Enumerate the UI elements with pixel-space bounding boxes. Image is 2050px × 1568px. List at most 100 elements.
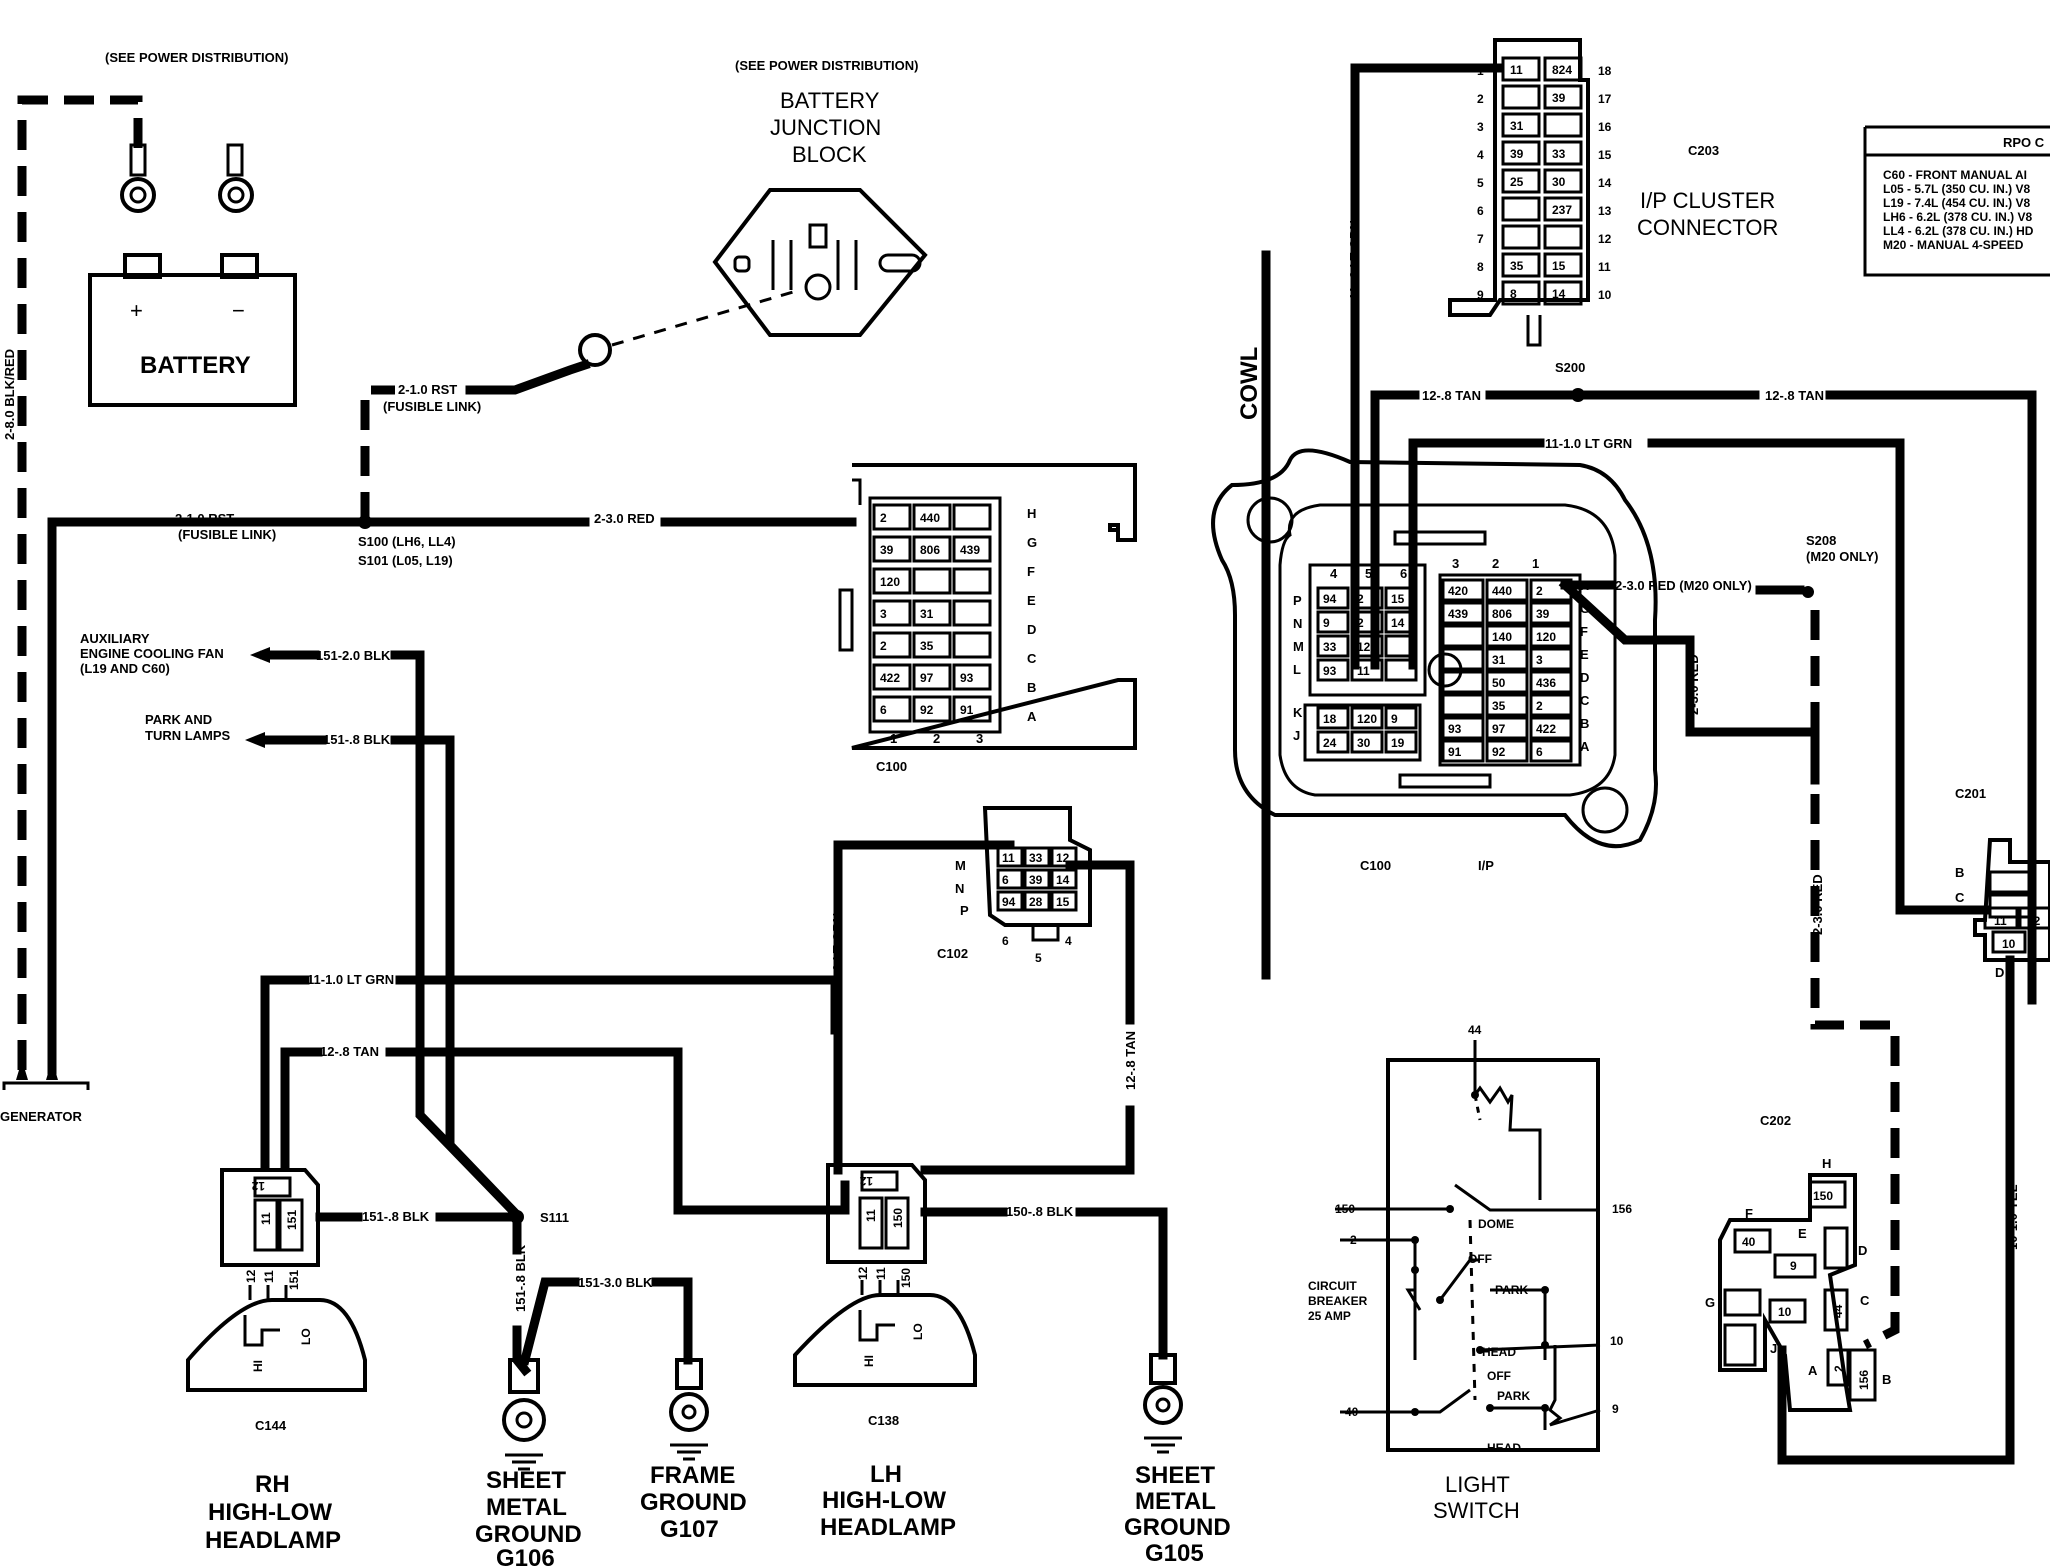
c138-lamp-hi: HI	[862, 1355, 876, 1367]
c100-front-cell-box	[952, 503, 992, 531]
c100-front-row-B: B	[1027, 680, 1036, 695]
c138-lamp-150: 150	[899, 1268, 913, 1288]
c138-label: C138	[868, 1413, 899, 1428]
c100-front-col-1: 1	[890, 731, 897, 746]
c202-letter-j: J	[1770, 1341, 1777, 1356]
lh-label-3: HEADLAMP	[820, 1514, 956, 1541]
c144-pin-11: 11	[259, 1212, 273, 1225]
c100-ip-right-box	[1485, 601, 1529, 625]
battery-junction-block	[712, 188, 928, 337]
ip-lt-grn-wire	[1350, 63, 1505, 670]
c100-ip-left-box	[1316, 586, 1350, 610]
c100-ip-right-440: 440	[1492, 584, 1512, 598]
c100-front-row-G: G	[1027, 535, 1037, 550]
c100-ip-top-6: 6	[1400, 566, 1407, 581]
c100-ip-top-3: 3	[1452, 556, 1459, 571]
c202-letter-c: C	[1860, 1293, 1870, 1308]
c202-letter-g: G	[1705, 1295, 1715, 1310]
c100-front-cell-box	[952, 663, 992, 691]
wire-151-8-blk-down: 151-.8 BLK	[513, 1244, 528, 1312]
c100-ip-k-30: 30	[1357, 736, 1371, 750]
c100-front-cell-31: 31	[920, 607, 934, 621]
g105-label-3: GROUND	[1124, 1514, 1231, 1541]
rpo-line: C60 - FRONT MANUAL AI	[1883, 168, 2027, 182]
c100-ip-left-33: 33	[1323, 640, 1337, 654]
c100-ip-top-4: 4	[1330, 566, 1338, 581]
c100-front-row-H: H	[1027, 506, 1036, 521]
c203-cell-box	[1543, 140, 1583, 166]
c203-right-pin-17: 17	[1598, 92, 1612, 106]
c100-ip-right-140: 140	[1492, 630, 1512, 644]
rpo-line: LL4 - 6.2L (378 CU. IN.) HD	[1883, 224, 2034, 238]
m20-red-dashed	[1810, 610, 1900, 1350]
c201-row-d: D	[1995, 965, 2004, 980]
c203-right-pin-10: 10	[1598, 288, 1612, 302]
c102-bottom-5: 5	[1035, 951, 1042, 965]
c202-cell-9: 9	[1790, 1259, 1797, 1273]
battery-see-power-note: (SEE POWER DISTRIBUTION)	[105, 50, 288, 65]
ip-tan-wire-far	[1825, 390, 2037, 1005]
junction-label-3: BLOCK	[792, 142, 867, 167]
c100-ip-left-box	[1350, 634, 1384, 658]
c100-front-cell-91: 91	[960, 703, 974, 717]
c203-right-pin-15: 15	[1598, 148, 1612, 162]
c100-ip-row-J: J	[1293, 728, 1300, 743]
c100-ip-left-2: 2	[1357, 616, 1364, 630]
c202-cell-10: 10	[1778, 1305, 1792, 1319]
c100-front-cell-35: 35	[920, 639, 934, 653]
c102-lt-grn-wire	[833, 840, 1015, 1175]
c100-ip-k-box	[1384, 706, 1418, 730]
rh-label-3: HEADLAMP	[205, 1527, 341, 1554]
c102-cell-14: 14	[1056, 873, 1070, 887]
c102-cell-box	[996, 868, 1024, 890]
c100-front-label: C100	[876, 759, 907, 774]
c100-front-cell-box	[912, 599, 952, 627]
g106-label-1: SHEET	[486, 1467, 566, 1494]
c203-right-pin-18: 18	[1598, 64, 1612, 78]
ls-cb-1: CIRCUIT	[1308, 1279, 1357, 1293]
c102-tan-wire-lower	[920, 1105, 1135, 1175]
c202-cell-2: 2	[1832, 1365, 1846, 1372]
c100-ip-top-1: 1	[1532, 556, 1539, 571]
ls-pin-2: 2	[1350, 1233, 1357, 1247]
c203-cell-39: 39	[1510, 147, 1524, 161]
c202-connector	[1718, 1173, 1877, 1412]
c100-front-cell-440: 440	[920, 511, 940, 525]
c102-row-m: M	[955, 858, 966, 873]
wire-2-8-blk-red: 2-8.0 BLK/RED	[2, 349, 17, 440]
c203-cell-824: 824	[1552, 63, 1572, 77]
c100-front-cell-3: 3	[880, 607, 887, 621]
wire-12-8-tan-a: 12-.8 TAN	[1422, 388, 1481, 403]
c100-ip-row-C: C	[1580, 693, 1590, 708]
c138-pin-12: 12	[859, 1174, 873, 1188]
g105-ground-icon	[1143, 1353, 1183, 1454]
c100-ip-left-box	[1350, 610, 1384, 634]
g106-ground-icon	[502, 1358, 546, 1471]
g105-label-4: G105	[1145, 1540, 1204, 1567]
yel-wire	[1777, 955, 2015, 1465]
c203-cell-box	[1543, 112, 1583, 138]
c138-lamp-11: 11	[874, 1267, 888, 1280]
c144-lamp-12: 12	[244, 1269, 258, 1283]
c100-ip-right-box	[1529, 716, 1573, 740]
ip-tan-wire-left	[1370, 390, 1420, 670]
ls-park-2: PARK	[1497, 1389, 1530, 1403]
ls-cb-3: 25 AMP	[1308, 1309, 1351, 1323]
c102-tan-wire	[1065, 860, 1135, 1025]
c100-ip-row-P: P	[1293, 593, 1302, 608]
c102-cell-box	[1023, 890, 1051, 912]
rpo-line: L19 - 7.4L (454 CU. IN.) V8	[1883, 196, 2030, 210]
c100-ip-left-box	[1350, 658, 1384, 682]
c100-ip-row-D: D	[1580, 670, 1589, 685]
ls-pin-10: 10	[1610, 1334, 1624, 1348]
c100-front-cell-box	[912, 663, 952, 691]
c100-ip-right-box	[1441, 693, 1485, 717]
rpo-line: L05 - 5.7L (350 CU. IN.) V8	[1883, 182, 2030, 196]
ip-cluster-label-1: I/P CLUSTER	[1640, 188, 1775, 213]
c203-cell-box	[1501, 280, 1541, 306]
c201-row-c: C	[1955, 890, 1965, 905]
